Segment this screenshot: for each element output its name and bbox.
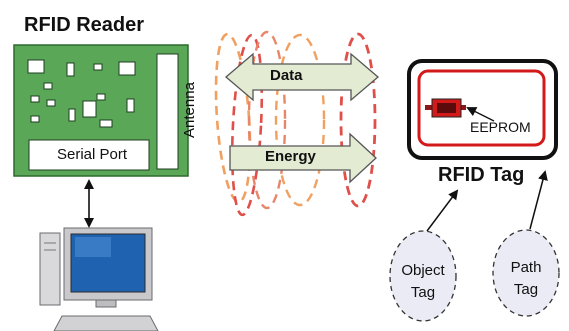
reader-board [13, 44, 189, 177]
object-tag-arrow [426, 189, 459, 232]
reader-title: RFID Reader [24, 14, 145, 36]
path-tag-arrow [529, 170, 548, 230]
path-tag-ellipse [492, 229, 560, 317]
eeprom-label: EEPROM [470, 119, 531, 135]
object-tag-ellipse [389, 230, 457, 322]
energy-label: Energy [265, 148, 316, 165]
antenna-box [156, 53, 179, 170]
data-label: Data [270, 67, 303, 84]
eeprom-pointer-arrow [466, 107, 495, 122]
object-tag-label-line1: Object [401, 262, 445, 279]
energy-arrow [229, 132, 377, 184]
antenna-label: Antenna [181, 82, 198, 138]
path-tag-label-line1: Path [510, 259, 542, 276]
serial-port-label: Serial Port [56, 146, 128, 163]
path-tag-label-line2: Tag [513, 281, 539, 298]
object-tag-label-line2: Tag [410, 284, 436, 301]
circuit-components [27, 59, 136, 128]
tag-title: RFID Tag [438, 164, 525, 186]
computer-icon [39, 227, 159, 331]
serial-port-box [28, 139, 150, 171]
data-arrow [224, 52, 380, 102]
rfid-tag [407, 59, 558, 160]
wave-ellipses [214, 30, 377, 217]
